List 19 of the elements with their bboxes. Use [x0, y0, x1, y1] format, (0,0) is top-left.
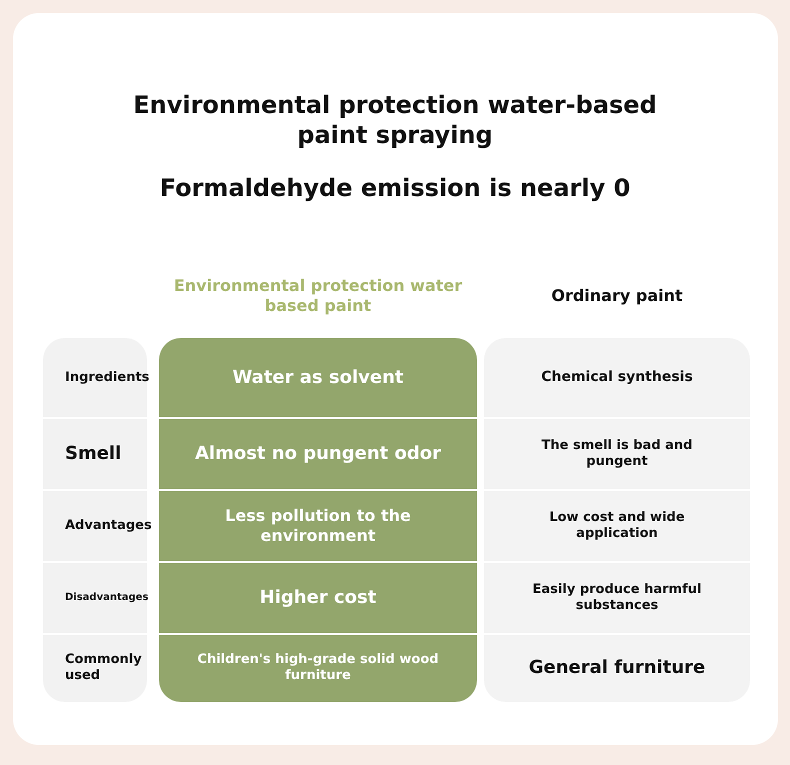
row-header: Advantages [65, 518, 152, 534]
table-cell-text: Low cost and wide application [548, 510, 686, 542]
row-header: Smell [65, 442, 122, 466]
title: Environmental protection water-based paint spraying [132, 90, 658, 150]
row-header: Commonly used [65, 652, 143, 684]
table-cell: Water as solvent [232, 366, 404, 390]
table-cell-text: Less pollution to the environment [224, 506, 412, 546]
table-cell-text: Children's high-grade solid wood furniture [196, 652, 440, 684]
table-cell-text: Easily produce harmful substances [532, 582, 702, 614]
row-header: Ingredients [65, 370, 150, 386]
row-header: Disadvantages [65, 592, 148, 604]
table-cell: Almost no pungent odor [194, 442, 442, 466]
subtitle: Formaldehyde emission is nearly 0 [160, 173, 630, 203]
table-cell: Higher cost [260, 586, 376, 610]
column-header: Environmental protection water based paint [172, 276, 464, 316]
table-cell-text: The smell is bad and pungent [540, 438, 694, 470]
table-cell: Chemical synthesis [541, 369, 693, 387]
table-cell: General furniture [528, 656, 706, 680]
column-header: Ordinary paint [551, 286, 683, 306]
